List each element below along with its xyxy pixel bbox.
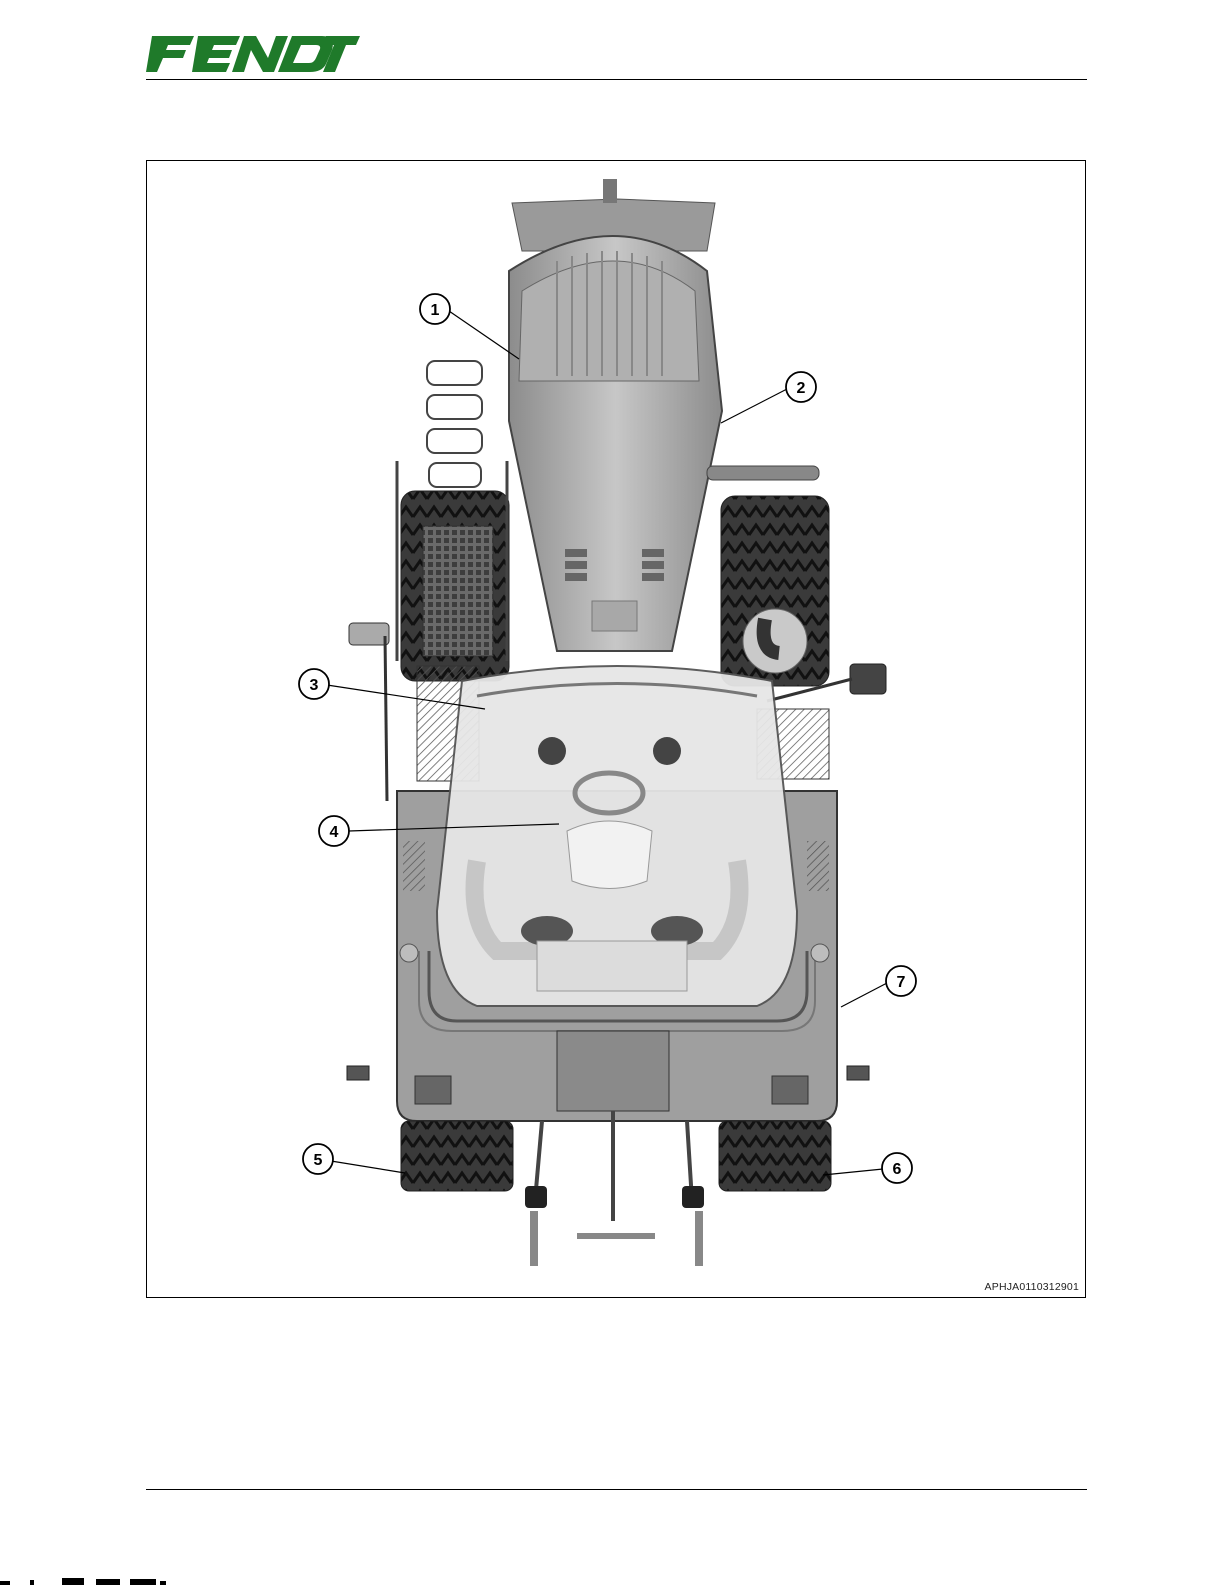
callout-2: 2 — [786, 372, 816, 402]
svg-text:3: 3 — [310, 677, 319, 694]
callout-1: 1 — [420, 294, 450, 324]
svg-text:1: 1 — [431, 302, 440, 319]
header-rule — [146, 79, 1087, 80]
callout-6: 6 — [882, 1153, 912, 1183]
svg-text:6: 6 — [893, 1161, 902, 1178]
footer-rule — [146, 1489, 1087, 1490]
figure-reference-id: APHJA0110312901 — [985, 1281, 1079, 1293]
footer-cutoff-text — [0, 1572, 200, 1585]
figure-frame: 1 2 3 4 5 6 7 APHJA0110312901 — [146, 160, 1086, 1298]
callout-3: 3 — [299, 669, 329, 699]
svg-text:2: 2 — [797, 380, 806, 397]
callout-7: 7 — [886, 966, 916, 996]
svg-text:4: 4 — [330, 824, 339, 841]
callout-layer: 1 2 3 4 5 6 7 — [147, 161, 1085, 1297]
svg-text:5: 5 — [314, 1152, 323, 1169]
svg-text:7: 7 — [897, 974, 906, 991]
fendt-logo — [146, 34, 360, 74]
callout-5: 5 — [303, 1144, 333, 1174]
callout-4: 4 — [319, 816, 349, 846]
